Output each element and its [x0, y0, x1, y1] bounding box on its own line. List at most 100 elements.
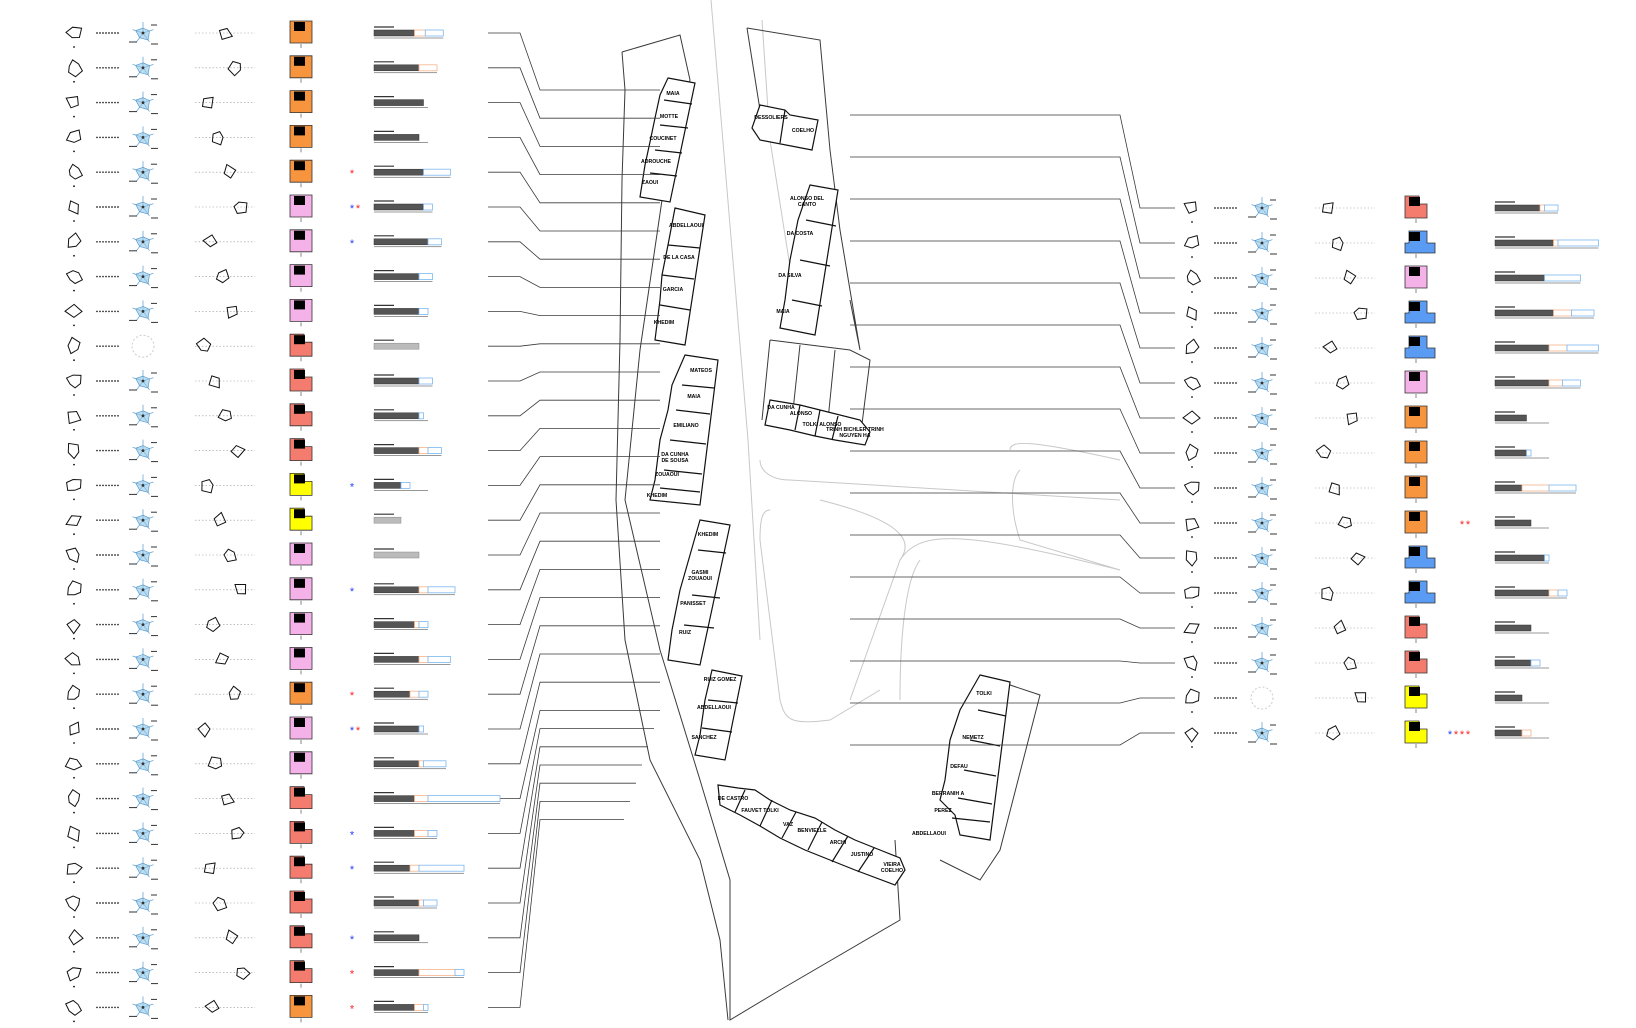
radar-center	[1260, 591, 1264, 595]
plot-outline-shape	[66, 967, 82, 982]
radar-center	[141, 136, 145, 139]
profile-shape	[217, 409, 232, 422]
plot-dot	[73, 150, 75, 153]
typology-black-square	[294, 196, 305, 205]
plot-outline-shape	[67, 825, 80, 843]
bar-segment-orange	[418, 64, 438, 72]
plot-outline-shape	[64, 303, 83, 319]
profile-shape	[206, 616, 221, 633]
plot-outline-shape	[69, 721, 80, 736]
leader-line-right	[850, 114, 1175, 209]
building-label: BERRANIH A	[932, 791, 965, 797]
profile-shape	[215, 268, 230, 284]
leader-line-right	[850, 660, 1175, 664]
bar-segment-dark	[1494, 729, 1523, 737]
plot-dot	[73, 289, 75, 292]
bar-segment-blue	[1562, 379, 1581, 387]
typology-black-square	[1409, 722, 1420, 731]
left-table-row	[67, 438, 442, 466]
bar-segment-blue	[418, 725, 424, 733]
lot-outlines	[615, 27, 1041, 1021]
building-label: DE LA CASA	[663, 255, 695, 261]
radar-center	[141, 449, 145, 452]
bar-segment-blue	[1544, 204, 1559, 212]
bar-segment-orange	[418, 586, 429, 594]
plot-outline-shape	[65, 129, 82, 143]
bar-segment-dark	[373, 482, 402, 489]
plot-dot	[73, 498, 75, 501]
left-table-row: *	[67, 229, 442, 257]
left-table-row	[65, 507, 402, 536]
radar-center	[141, 379, 145, 383]
priority-star: *	[1454, 729, 1459, 741]
profile-shape	[1333, 619, 1347, 635]
bar-segment-blue	[427, 586, 456, 594]
plot-dot	[73, 428, 75, 431]
plot-dot	[1191, 291, 1193, 293]
plot-dot	[1191, 256, 1193, 258]
profile-shape	[1326, 725, 1341, 741]
profile-shape	[1353, 307, 1368, 320]
profile-shape	[202, 234, 218, 248]
right-table-row	[1185, 685, 1549, 713]
typology-black-square	[294, 752, 305, 762]
bar-segment-dark	[1494, 659, 1532, 667]
building-label-line: DE SOUSA	[661, 458, 688, 464]
typology-black-square	[1409, 617, 1420, 626]
bar-segment-blue	[423, 899, 438, 907]
left-table-row	[65, 542, 420, 570]
bar-segment-dark	[373, 760, 420, 768]
typology-black-square	[294, 370, 305, 379]
building-label: ZAOUI	[642, 180, 659, 186]
bar-segment-dark	[373, 308, 420, 315]
building-label: ALONSO	[790, 411, 812, 417]
bar-segment-orange	[414, 29, 426, 37]
radar-center	[141, 866, 145, 870]
bar-segment-orange	[414, 1004, 424, 1011]
profile-shape	[201, 96, 214, 109]
plot-dot	[73, 115, 75, 118]
radar-center	[141, 518, 145, 522]
bar-segment-blue	[1557, 239, 1599, 247]
leader-line-left	[488, 597, 660, 660]
leader-line-left	[488, 801, 630, 973]
plot-dot	[1191, 571, 1193, 573]
plot-outline-shape	[65, 26, 83, 39]
plot-dot	[1191, 326, 1193, 328]
bar-segment-dark	[373, 830, 415, 837]
left-table-row	[64, 647, 451, 675]
profile-shape	[223, 548, 237, 563]
priority-star: *	[350, 864, 355, 876]
bar-segment-dark	[1494, 379, 1550, 387]
bar-segment-dark	[1494, 694, 1523, 702]
radar-center	[141, 692, 145, 696]
plot-dot	[73, 985, 75, 988]
bar-segment-dark	[373, 447, 420, 454]
bar-segment-blue	[1544, 554, 1550, 562]
bar-segment-orange	[1548, 379, 1563, 387]
profile-shape	[227, 60, 241, 77]
priority-star: *	[350, 203, 355, 215]
leader-line-right	[850, 282, 1175, 349]
priority-star: *	[350, 1003, 355, 1015]
bar-segment-dark	[373, 377, 420, 385]
leader-line-left	[488, 728, 654, 834]
bar-segment-dark	[373, 690, 411, 698]
typology-black-square	[1409, 407, 1420, 416]
bar-segment-dark	[373, 586, 420, 594]
radar-empty	[1250, 686, 1274, 710]
plot-dot	[73, 185, 75, 188]
plot-outline-shape	[68, 200, 79, 215]
left-table-row: *	[66, 855, 465, 884]
building-label: ADROUCHE	[641, 159, 672, 165]
typology-black-square	[294, 648, 305, 658]
plot-outline-shape	[65, 547, 80, 563]
radar-center	[141, 623, 145, 626]
plot-dot	[73, 46, 75, 48]
building-label-line: DA CUNHA	[661, 452, 689, 458]
typology-black-square	[294, 474, 305, 484]
plot-outline-shape	[67, 684, 81, 700]
